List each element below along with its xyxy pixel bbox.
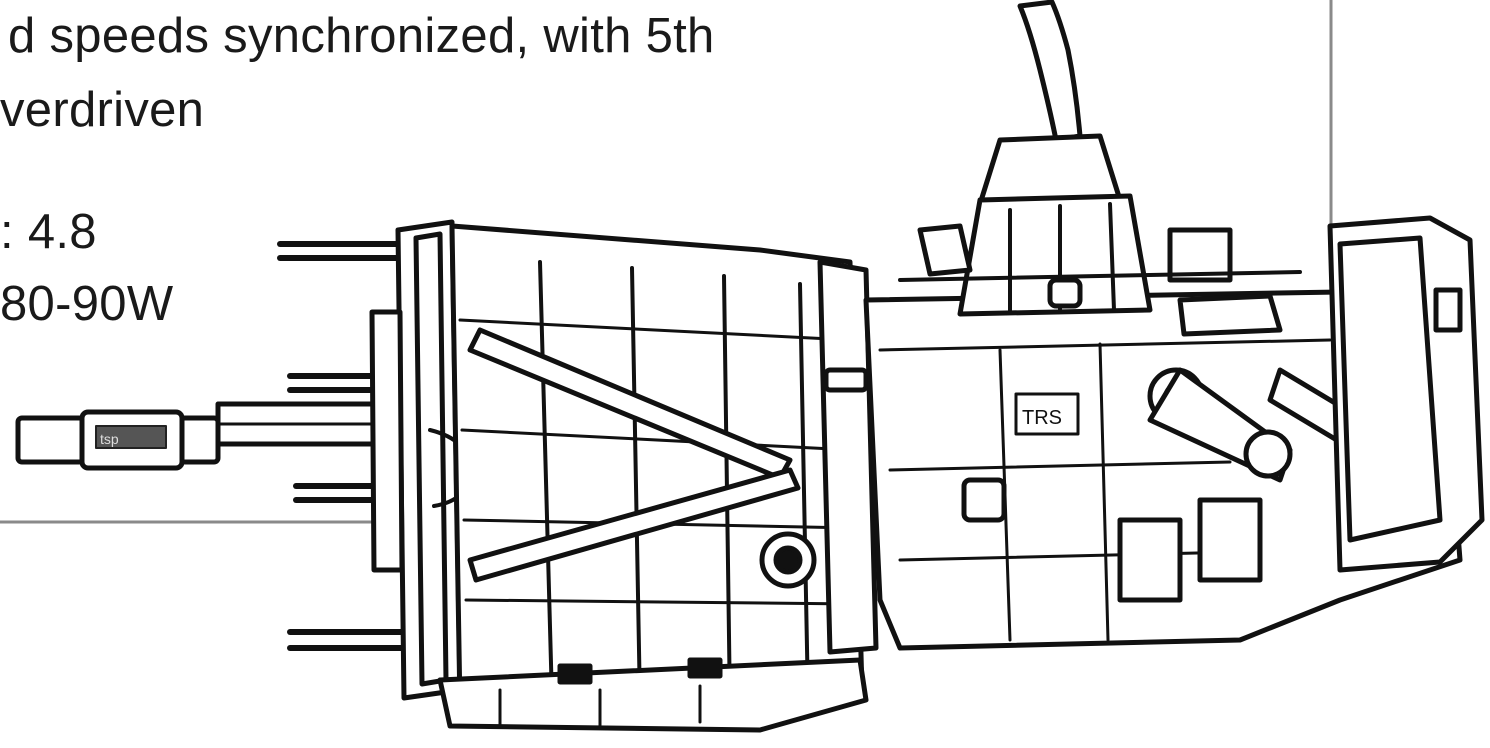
shifter-tower: [898, 0, 1302, 337]
input-shaft: tsp: [15, 401, 381, 471]
spline-band: [95, 425, 167, 449]
spec-synchro-line: d speeds synchronized, with 5th: [8, 9, 715, 63]
spec-capacity-line: : 4.8: [0, 205, 97, 259]
tail-flange: [1327, 215, 1485, 573]
spec-lubricant-line: 80-90W: [0, 277, 174, 331]
casing-stamp: TRS: [1022, 407, 1062, 429]
intermediate-plate: [817, 259, 879, 655]
main-case: [437, 223, 869, 733]
bell-housing: [369, 219, 472, 701]
shaft-marking: tsp: [100, 431, 119, 447]
spec-overdrive-line: verdriven: [0, 83, 205, 137]
